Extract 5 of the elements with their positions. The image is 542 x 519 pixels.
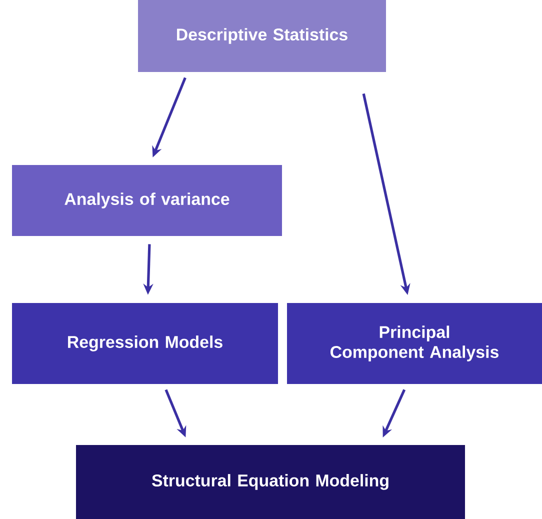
process-box: Analysis of variance: [12, 164, 282, 236]
process-box: Principal Component Analysis: [287, 302, 542, 384]
process-box: Descriptive Statistics: [138, 0, 386, 72]
process-box: Structural Equation Modeling: [76, 444, 465, 519]
process-box: Regression Models: [12, 302, 278, 384]
